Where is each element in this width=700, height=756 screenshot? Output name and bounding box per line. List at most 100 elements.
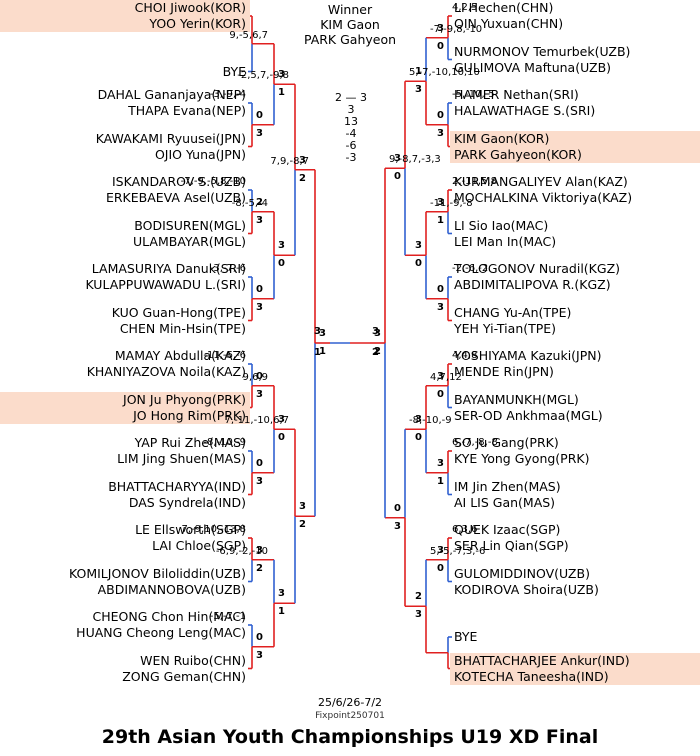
game-score: 2: [415, 591, 422, 603]
game-score: 3: [256, 649, 263, 661]
game-score: 3: [394, 153, 401, 165]
game-score: 3: [256, 544, 263, 556]
player-name: THAPA Evana(NEP): [128, 103, 246, 118]
game-score: 3: [256, 301, 263, 313]
player-name: SO Ju Gang(PRK): [454, 435, 559, 450]
final-stat: -4: [345, 127, 357, 140]
set-score: -5,-10,-5: [452, 89, 495, 100]
game-score: 0: [394, 171, 401, 183]
set-score: 4,4,8: [452, 350, 478, 361]
game-score: 0: [256, 457, 263, 469]
game-score: 3: [374, 328, 381, 339]
player-name: KHANIYAZOVA Noila(KAZ): [86, 364, 246, 379]
player-name: CHEN Min-Hsin(TPE): [119, 320, 246, 336]
set-score: -7,-9,-5,8,-10: [180, 176, 246, 187]
set-score: -3,-9,-4: [209, 89, 246, 100]
player-name: YAP Rui Zhe(MAS): [134, 435, 246, 450]
set-score: -2,5,7,-9,8: [237, 70, 289, 82]
player-name: KURMANGALIYEV Alan(KAZ): [454, 174, 628, 189]
game-score: 0: [437, 388, 444, 400]
highlight-band: [0, 391, 250, 424]
set-score: -11,-9,-8: [430, 197, 473, 209]
page-title: 29th Asian Youth Championships U19 XD Fi…: [101, 726, 599, 748]
game-score: 3: [437, 196, 444, 208]
player-name: BHATTACHARYYA(IND): [108, 478, 246, 494]
player-name: KAWAKAMI Ryuusei(JPN): [95, 130, 246, 146]
game-score: 1: [415, 66, 422, 78]
player-name: YEH Yi-Tian(TPE): [454, 320, 557, 336]
player-name: ZONG Geman(CHN): [122, 668, 246, 684]
set-score: 4,7,12: [430, 371, 462, 383]
player-name: LAI Chloe(SGP): [152, 538, 246, 553]
set-score: -7,-9,8,-10: [430, 23, 483, 35]
player-name: TOLOGONOV Nuradil(KGZ): [454, 261, 621, 276]
player-name: JO Hong Rim(PRK): [133, 407, 246, 423]
player-name: ABDIMITALIPOVA R.(KGZ): [454, 277, 611, 292]
set-score: 9,6,9: [242, 371, 268, 383]
player-name: KULAPPUWAWADU L.(SRI): [85, 277, 246, 292]
final-stat: 13: [344, 115, 358, 128]
game-score: 1: [278, 87, 285, 99]
player-name: YOO Yerin(KOR): [149, 16, 246, 31]
player-name: DAS Syndrela(IND): [128, 494, 246, 510]
player-name: BYE: [222, 63, 246, 79]
game-score: 0: [256, 283, 263, 295]
player-name: JON Ju Phyong(PRK): [123, 391, 246, 407]
set-score: 7,9,-8,7: [270, 155, 309, 167]
game-score: 0: [437, 109, 444, 121]
player-name: SER Lin Qian(SGP): [454, 538, 569, 553]
game-score: 3: [437, 22, 444, 34]
game-score: 2: [374, 346, 381, 357]
set-score: -8,-5,-4: [231, 197, 268, 209]
set-score: 6,3,6: [452, 524, 478, 535]
player-name: MAMAY Abdulla(KAZ): [114, 348, 246, 363]
game-score: 3: [278, 240, 285, 252]
player-name: LI Hechen(CHN): [454, 0, 554, 15]
player-name: KUO Guan-Hong(TPE): [111, 304, 246, 320]
player-name: AI LIS Gan(MAS): [454, 494, 556, 510]
game-score: 0: [256, 109, 263, 121]
player-name: YOSHIYAMA Kazuki(JPN): [454, 348, 602, 363]
set-score: 5,-5,-7,3,-6: [430, 545, 486, 557]
set-score: -3,-7,-6: [209, 263, 246, 274]
game-score: 3: [415, 84, 422, 96]
set-score: 6,-7,-8,-8: [452, 437, 498, 448]
set-score: 4,2,5: [452, 2, 478, 13]
set-score: 9,-5,6,7: [229, 29, 268, 41]
game-score: 0: [415, 258, 422, 270]
game-score: 0: [278, 258, 285, 270]
game-score: 1: [278, 606, 285, 618]
player-name: IM Jin Zhen(MAS): [454, 478, 561, 494]
set-score: -6,9,-2,-10: [215, 545, 268, 557]
game-score: 0: [256, 631, 263, 643]
final-stat: -6: [345, 139, 357, 152]
game-score: 3: [256, 475, 263, 487]
player-name: DAHAL Gananjaya(NEP): [97, 87, 246, 102]
game-score: 2: [256, 562, 263, 574]
game-score: 3: [437, 127, 444, 139]
final-stat: 2 — 3: [335, 91, 367, 104]
game-score: 3: [437, 301, 444, 313]
set-score: -8,-10,-9: [409, 415, 452, 427]
game-score: 0: [415, 432, 422, 444]
player-name: LI Sio Iao(MAC): [454, 217, 549, 233]
player-name: NURMONOV Temurbek(UZB): [454, 43, 631, 59]
player-name: HALAWATHAGE S.(SRI): [454, 103, 596, 118]
highlight-band: [450, 652, 700, 685]
game-score: 3: [278, 69, 285, 81]
player-name: LE Ellsworth(SGP): [135, 522, 246, 537]
game-score: 3: [278, 414, 285, 426]
set-score: 9,-8,7,-3,3: [389, 154, 441, 166]
game-score: 0: [437, 283, 444, 295]
player-name: CHEONG Chon Hin(MAC): [92, 609, 246, 624]
final-score: 2: [372, 347, 379, 358]
game-score: 3: [437, 544, 444, 556]
highlight-band: [450, 130, 700, 163]
winner-name-2: PARK Gahyeon: [303, 32, 397, 47]
set-score: 2,-11,5,8: [452, 176, 497, 187]
set-score: 5,-7,-10,10,10: [409, 67, 480, 79]
player-name: MENDE Rin(JPN): [454, 364, 554, 379]
game-score: 1: [437, 214, 444, 226]
game-score: 0: [437, 40, 444, 52]
